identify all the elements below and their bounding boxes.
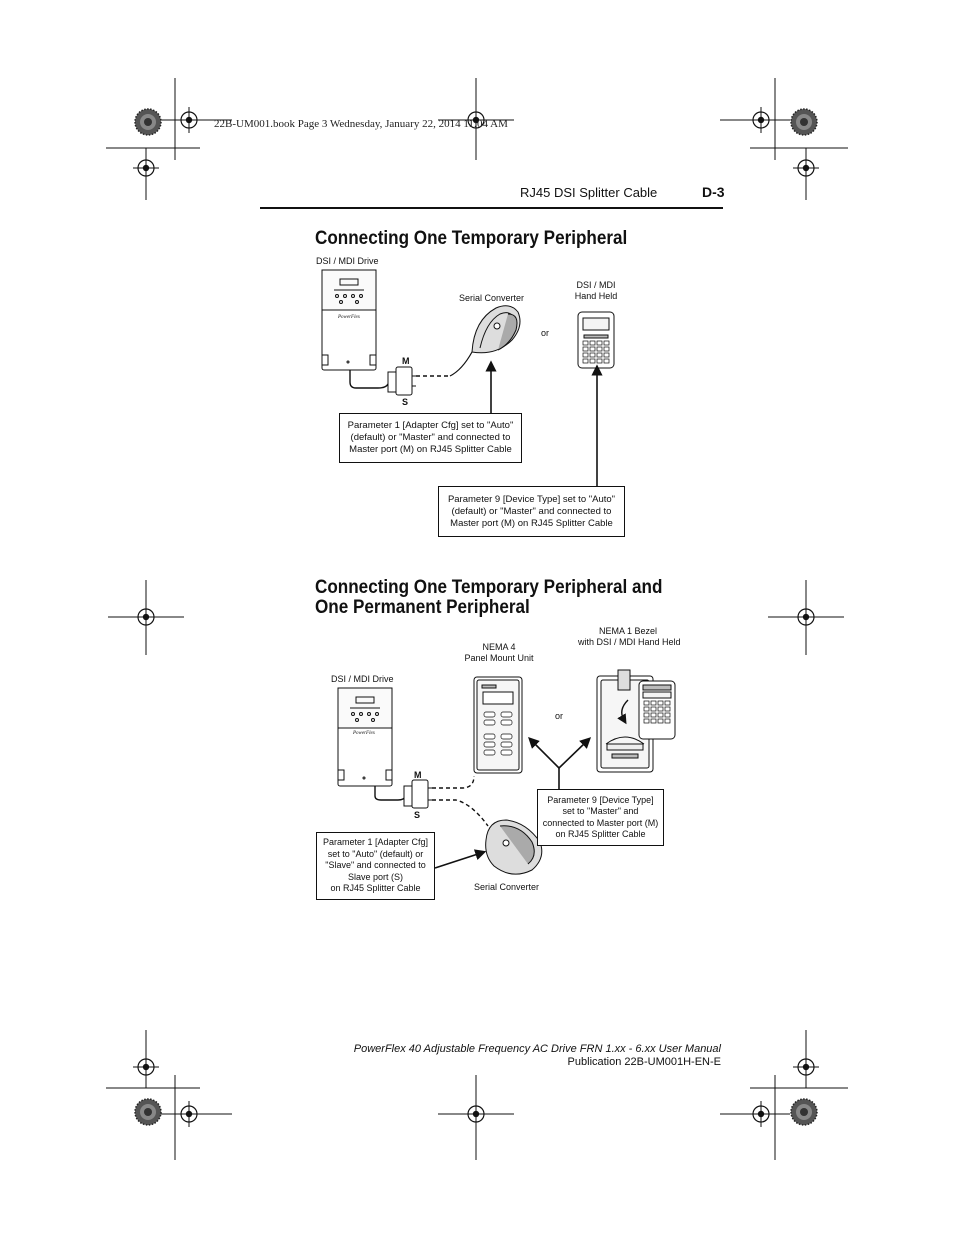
color-bar-icon xyxy=(790,1098,818,1126)
drive-illustration-2: PowerFlex xyxy=(337,687,393,787)
port-s-label-2: S xyxy=(414,810,421,820)
or-label-1: or xyxy=(541,328,550,338)
crop-marks-middle xyxy=(108,580,844,655)
nema4-panel-unit xyxy=(473,676,523,774)
svg-text:PowerFlex: PowerFlex xyxy=(337,315,361,320)
header-rule xyxy=(260,207,723,209)
port-s-label-1: S xyxy=(402,397,409,407)
cable-splitter-m-to-panel xyxy=(432,775,475,789)
serial-converter-1 xyxy=(471,305,521,354)
color-bar-icon xyxy=(134,108,162,136)
splitter-connector-2 xyxy=(403,779,432,809)
registration-mark-icon xyxy=(175,106,203,134)
callout-adapter-cfg-1: Parameter 1 [Adapter Cfg] set to "Auto" … xyxy=(339,413,522,463)
running-header-page-number: D-3 xyxy=(702,184,725,200)
arrow-to-bezel xyxy=(558,737,592,769)
converter-label-1: Serial Converter xyxy=(459,293,525,303)
crop-marks-bottom xyxy=(106,1030,848,1160)
drive-label-2: DSI / MDI Drive xyxy=(331,674,394,684)
section-heading-2-line2: One Permanent Peripheral xyxy=(315,597,530,618)
drive-illustration-1: PowerFlex xyxy=(321,269,377,371)
callout-device-type-1: Parameter 9 [Device Type] set to "Auto" … xyxy=(438,486,625,537)
crop-marks-top xyxy=(106,78,848,200)
handheld-illustration-1 xyxy=(577,311,615,369)
registration-mark-icon xyxy=(747,106,775,134)
or-label-2: or xyxy=(555,711,564,721)
cable-drive-to-splitter xyxy=(349,370,389,389)
converter-label-2: Serial Converter xyxy=(474,882,540,892)
nema4-label: NEMA 4 Panel Mount Unit xyxy=(464,642,534,663)
nema1-label: NEMA 1 Bezel with DSI / MDI Hand Held xyxy=(578,626,681,647)
callout-device-type-2: Parameter 9 [Device Type] set to "Master… xyxy=(537,789,664,846)
callout-adapter-cfg-2: Parameter 1 [Adapter Cfg] set to "Auto" … xyxy=(316,832,435,900)
cable-drive-to-splitter-2 xyxy=(374,786,407,801)
section-heading-1: Connecting One Temporary Peripheral xyxy=(315,228,628,249)
serial-converter-2 xyxy=(485,819,543,875)
color-bar-icon xyxy=(790,108,818,136)
svg-text:PowerFlex: PowerFlex xyxy=(352,731,376,736)
color-bar-icon xyxy=(134,1098,162,1126)
footer-publication: Publication 22B-UM001H-EN-E xyxy=(567,1056,721,1068)
print-mark: 22B-UM001.book Page 3 Wednesday, January… xyxy=(214,118,508,130)
cable-splitter-s-to-converter xyxy=(432,799,489,827)
nema1-bezel-handheld xyxy=(596,669,676,773)
arrow-to-panel xyxy=(528,737,560,769)
section-heading-2-line1: Connecting One Temporary Peripheral and xyxy=(315,577,663,598)
port-m-label-2: M xyxy=(414,770,422,780)
splitter-connector-1 xyxy=(387,366,416,396)
handheld-label-1: DSI / MDI Hand Held xyxy=(574,280,618,301)
port-m-label-1: M xyxy=(402,356,410,366)
footer-manual-title: PowerFlex 40 Adjustable Frequency AC Dri… xyxy=(353,1043,721,1055)
arrow-to-converter-2 xyxy=(434,849,487,869)
running-header-section: RJ45 DSI Splitter Cable xyxy=(520,185,658,200)
drive-label-1: DSI / MDI Drive xyxy=(316,256,379,266)
